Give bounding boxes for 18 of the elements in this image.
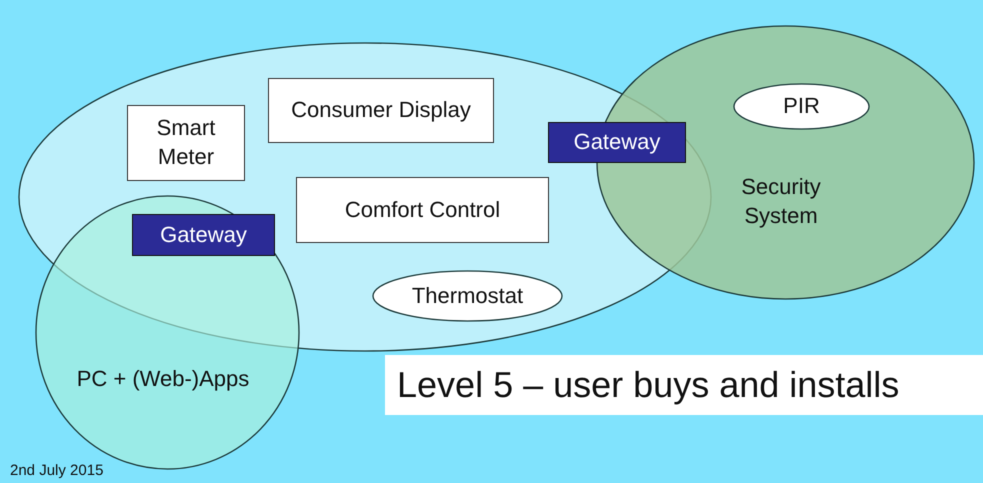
device-box (127, 105, 245, 181)
device-box (268, 78, 494, 143)
node-label: Comfort Control (344, 196, 500, 224)
node-label: Gateway (160, 220, 247, 249)
caption-banner (385, 355, 983, 415)
device-oval (372, 270, 563, 322)
zone-label: PC + (Web-)Apps (76, 365, 250, 393)
node-label: Thermostat (412, 282, 524, 310)
node-label: Smart Meter (156, 114, 216, 171)
node-label: Consumer Display (291, 96, 471, 124)
date-footer: 2nd July 2015 (10, 462, 104, 479)
node-label: PIR (783, 92, 820, 120)
node-label: Gateway (574, 128, 660, 156)
zone-label: Security System (740, 173, 822, 230)
device-oval (733, 83, 870, 130)
gateway-box (132, 214, 275, 256)
caption-text: Level 5 – user buys and installs (397, 362, 900, 407)
device-box (296, 177, 549, 243)
